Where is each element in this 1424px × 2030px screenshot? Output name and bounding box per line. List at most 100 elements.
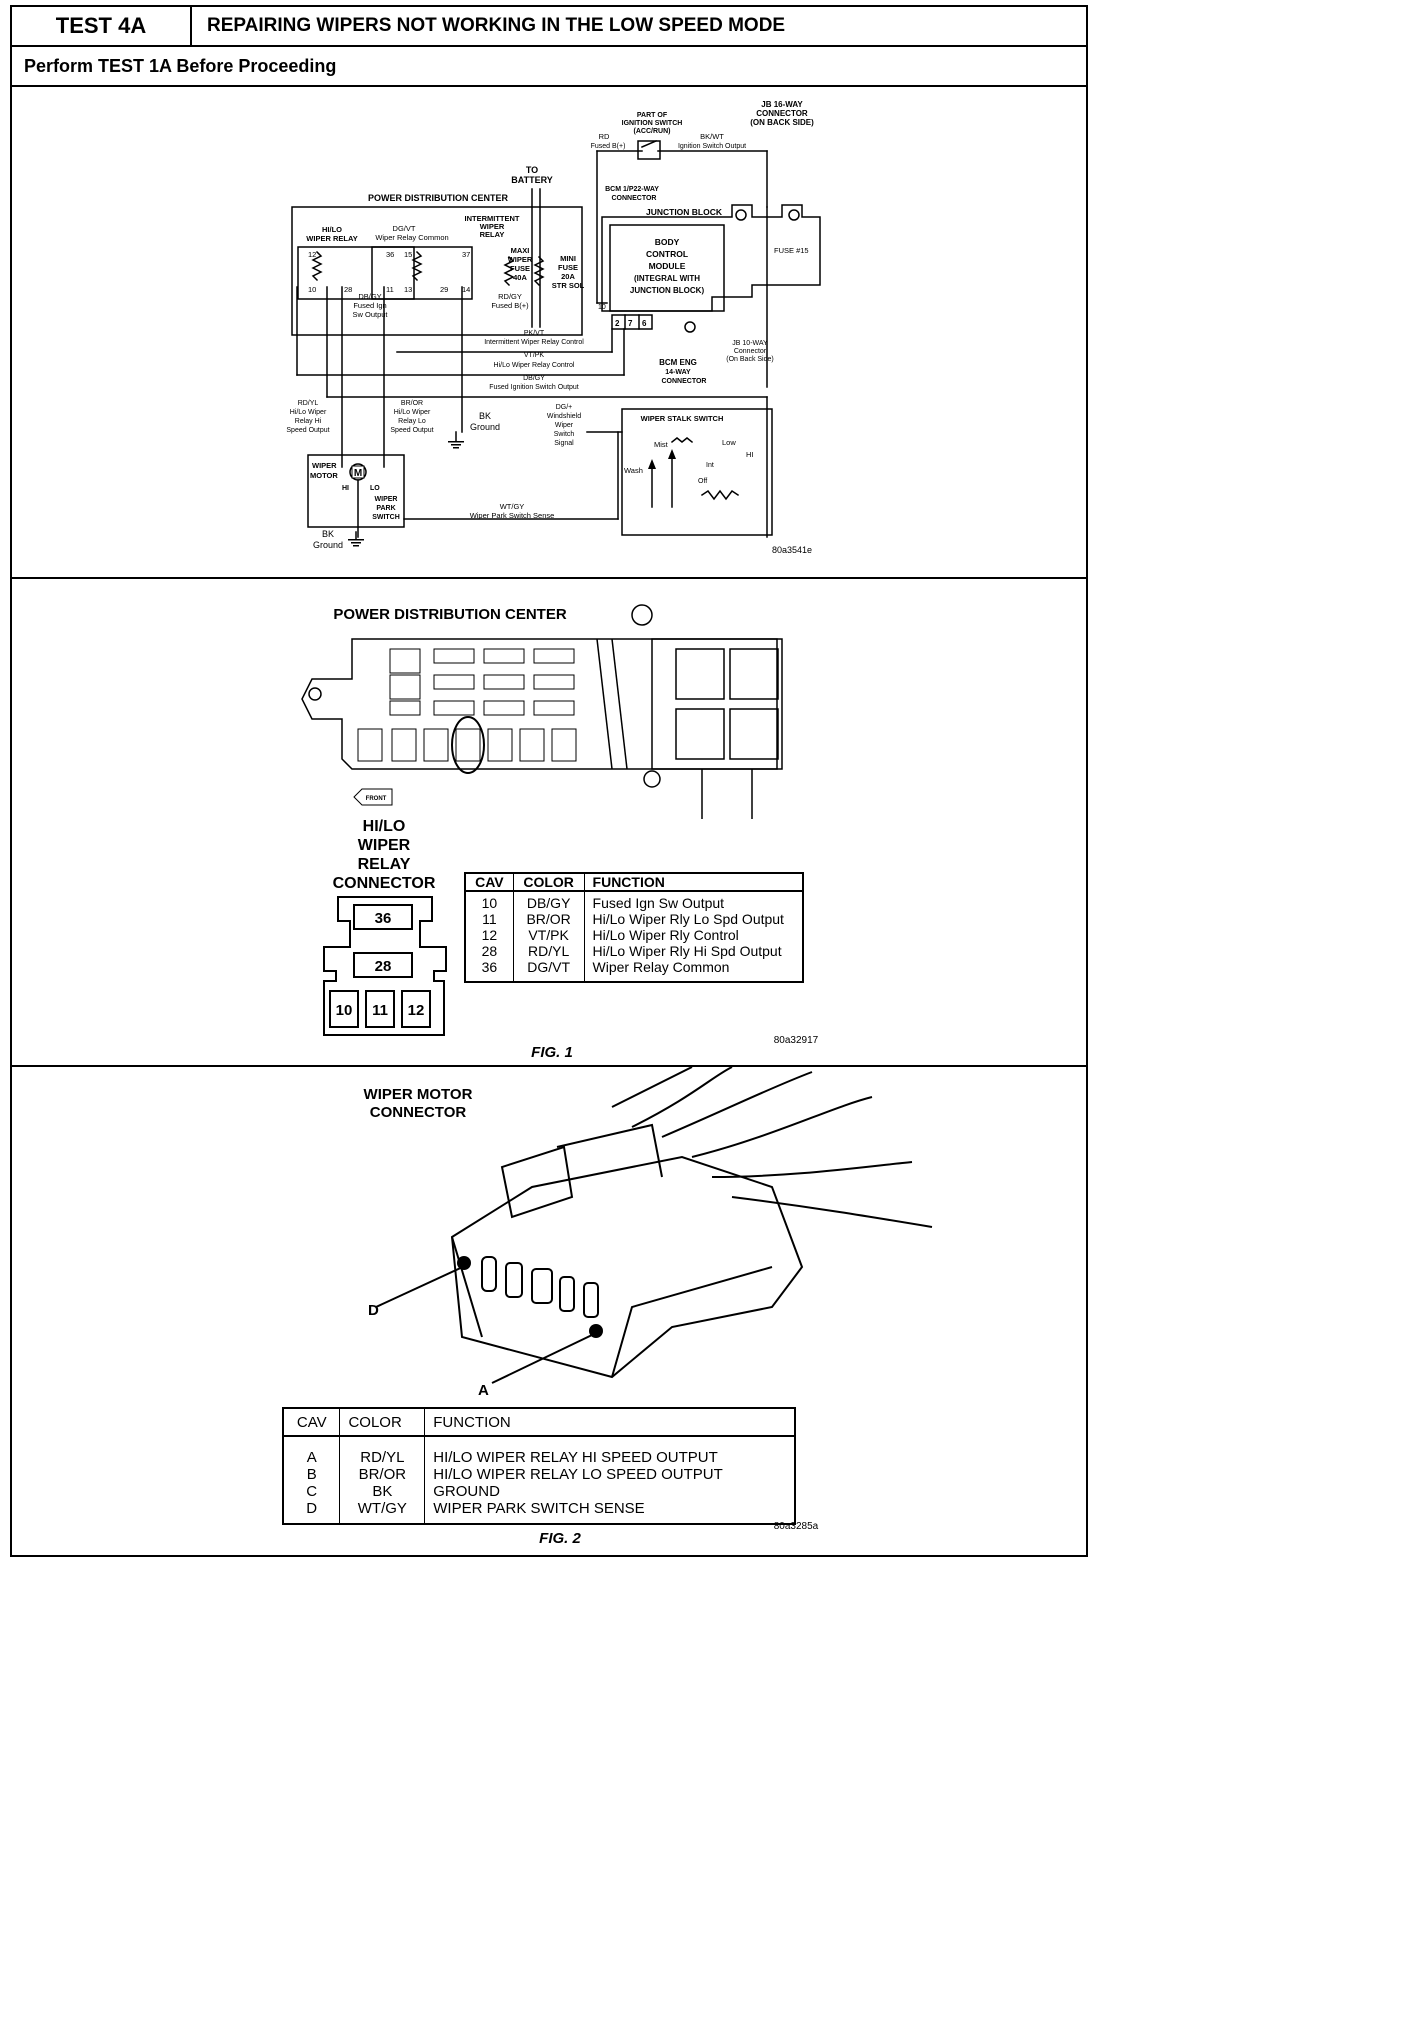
color-cell: DG/VT: [513, 959, 585, 982]
bcm-pin-6: 6: [642, 319, 647, 328]
pkvt-label: Intermittent Wiper Relay Control: [484, 339, 584, 346]
function-cell: HI/LO WIPER RELAY LO SPEED OUTPUT: [433, 1466, 723, 1483]
cav-cell: 36: [465, 959, 514, 982]
rd-fused-label: Fused B(+): [591, 143, 626, 150]
dg-signal-l1: DG/+: [556, 404, 573, 411]
stalk-low: Low: [722, 438, 736, 447]
pin-12: 12: [308, 250, 316, 259]
bcm-l5: JUNCTION BLOCK): [630, 286, 705, 295]
pin-11: 11: [386, 285, 394, 294]
fig2-section: WIPER MOTOR CONNECTOR: [12, 1067, 1086, 1557]
fig2-code: 80a3285a: [774, 1521, 819, 1532]
park-switch-l1: WIPER: [375, 496, 398, 503]
dg-signal-l4: Switch: [554, 431, 575, 438]
bcm-l1: BODY: [655, 237, 680, 247]
rdgy-label: Fused B(+): [491, 301, 529, 310]
ign-switch-l1: PART OF: [637, 112, 668, 119]
pin-12-label: 12: [408, 1002, 425, 1019]
dbgy2-label: Fused Ignition Switch Output: [489, 384, 579, 391]
fuse15-label: FUSE #15: [774, 246, 809, 255]
function-cell: WIPER PARK SWITCH SENSE: [433, 1500, 645, 1517]
bcm22-l1: BCM 1/P22-WAY: [605, 186, 659, 193]
park-switch-l3: SWITCH: [372, 514, 400, 521]
jb10-l2: Connector: [734, 348, 767, 355]
jb16-l3: (ON BACK SIDE): [750, 118, 814, 127]
hilo-relay-label: HI/LO: [322, 225, 342, 234]
function-cell: Hi/Lo Wiper Rly Control: [592, 927, 739, 943]
bkwt-label: Ignition Switch Output: [678, 143, 746, 150]
connector-title-l4: CONNECTOR: [333, 875, 436, 892]
connector-title-l2: WIPER: [358, 837, 411, 854]
rdyl-l1: RD/YL: [298, 400, 319, 407]
int-relay-line1: INTERMITTENT: [465, 214, 520, 223]
cav-cell: 12: [465, 927, 514, 943]
jb16-l1: JB 16-WAY: [761, 100, 803, 109]
bcm-eng-l3: CONNECTOR: [662, 378, 707, 385]
vtpk-wire: VT/PK: [524, 352, 545, 359]
fig1-drawing: POWER DISTRIBUTION CENTER: [301, 604, 819, 1061]
prerequisite-note: Perform TEST 1A Before Proceeding: [12, 47, 1086, 87]
maxi-fuse-l1: MAXI: [511, 246, 530, 255]
color-cell: BR/OR: [339, 1466, 426, 1483]
stalk-switch-label: WIPER STALK SWITCH: [641, 414, 724, 423]
motor-lo: LO: [370, 485, 380, 492]
bcm-pin-7: 7: [628, 319, 633, 328]
ign-switch-l2: IGNITION SWITCH: [622, 120, 683, 127]
bcm-eng-l1: BCM ENG: [659, 358, 697, 367]
front-arrow-label: FRONT: [366, 796, 387, 802]
fig1-col-color: COLOR: [513, 873, 585, 891]
function-cell: Hi/Lo Wiper Rly Lo Spd Output: [592, 911, 784, 927]
pin-14: 14: [462, 285, 470, 294]
relay-common-color: DG/VT: [393, 224, 416, 233]
wiper-motor-connector-drawing: [375, 1067, 933, 1384]
header-bar: TEST 4A REPAIRING WIPERS NOT WORKING IN …: [12, 7, 1086, 47]
pin-10-label: 10: [336, 1002, 353, 1019]
bk-ground-l1: BK: [479, 411, 491, 421]
function-cell: GROUND: [433, 1483, 500, 1500]
cav-cell: 11: [465, 911, 514, 927]
cav-cell: C: [283, 1483, 341, 1500]
dbgy-label1: Fused Ign: [353, 301, 386, 310]
bcm-l2: CONTROL: [646, 249, 688, 259]
function-cell: Hi/Lo Wiper Rly Hi Spd Output: [592, 943, 782, 959]
rdyl-l3: Relay Hi: [295, 418, 322, 425]
fig2-title-l2: CONNECTOR: [370, 1104, 467, 1121]
bcm-l3: MODULE: [649, 261, 686, 271]
jb10-l1: JB 10-WAY: [732, 340, 768, 347]
mini-fuse-l3: 20A: [561, 272, 575, 281]
junction-block-label: JUNCTION BLOCK: [646, 207, 723, 217]
int-relay-line3: RELAY: [480, 230, 505, 239]
motor-hi: HI: [342, 485, 349, 492]
pin-28: 28: [344, 285, 352, 294]
fuse-grid: [353, 648, 577, 806]
relay-common-label: Wiper Relay Common: [375, 233, 448, 242]
motor-label-l1: WIPER: [312, 461, 337, 470]
bk-ground-l2: Ground: [470, 422, 500, 432]
park-switch-l2: PARK: [376, 505, 395, 512]
wiring-schematic-section: POWER DISTRIBUTION CENTER TO BATTERY HI/…: [12, 87, 1086, 579]
color-cell: BK: [339, 1483, 426, 1500]
rdgy-wire: RD/GY: [498, 292, 522, 301]
cav-cell: 28: [465, 943, 514, 959]
label-a: A: [478, 1382, 489, 1399]
fig2-col-color: COLOR: [339, 1408, 426, 1436]
motor-ground-l2: Ground: [313, 540, 343, 550]
color-cell: VT/PK: [513, 927, 585, 943]
cav-cell: D: [283, 1500, 341, 1524]
fig1-col-cav: CAV: [465, 873, 514, 891]
pin-13: 13: [404, 285, 412, 294]
fig2-caption: FIG. 2: [539, 1530, 581, 1547]
fig1-caption: FIG. 1: [531, 1044, 573, 1061]
function-cell: Fused Ign Sw Output: [592, 895, 725, 911]
bcm-l4: (INTEGRAL WITH: [634, 274, 700, 283]
label-d: D: [368, 1302, 379, 1319]
mini-fuse-l2: FUSE: [558, 263, 578, 272]
pin-29: 29: [440, 285, 448, 294]
pin-10: 10: [308, 285, 316, 294]
